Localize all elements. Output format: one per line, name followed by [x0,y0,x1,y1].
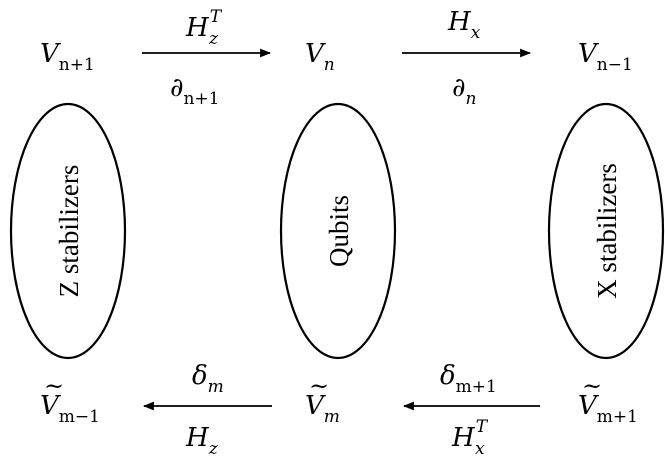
vertex-v-n-minus-1: Vn−1 [578,39,633,75]
tilde-accent-center: ~ [309,372,329,400]
label-qubits: Qubits [324,195,354,267]
label-hx: Hx [447,7,481,43]
label-hz: Hz [185,423,219,459]
ellipse-x-stabilizers [547,102,665,360]
label-partial-n: ∂n [452,73,476,109]
vertex-vtilde-m-minus-1: Vm−1 [40,391,100,427]
label-delta-m: δm [192,361,224,397]
vertex-v-n: Vn [305,39,335,75]
label-partial-n-plus-1: ∂n+1 [170,73,219,109]
ellipse-z-stabilizers [9,102,127,360]
vertex-vtilde-m-plus-1: Vm+1 [578,391,638,427]
label-delta-m-plus-1: δm+1 [440,361,497,397]
ellipse-qubits [279,102,397,360]
label-x-stabilizers: X stabilizers [592,163,622,299]
tilde-accent-right: ~ [582,372,602,400]
vertex-vtilde-m: Vm [305,391,340,427]
vertex-v-n-plus-1: Vn+1 [40,39,95,75]
label-z-stabilizers: Z stabilizers [54,165,84,298]
tilde-accent-left: ~ [44,372,64,400]
